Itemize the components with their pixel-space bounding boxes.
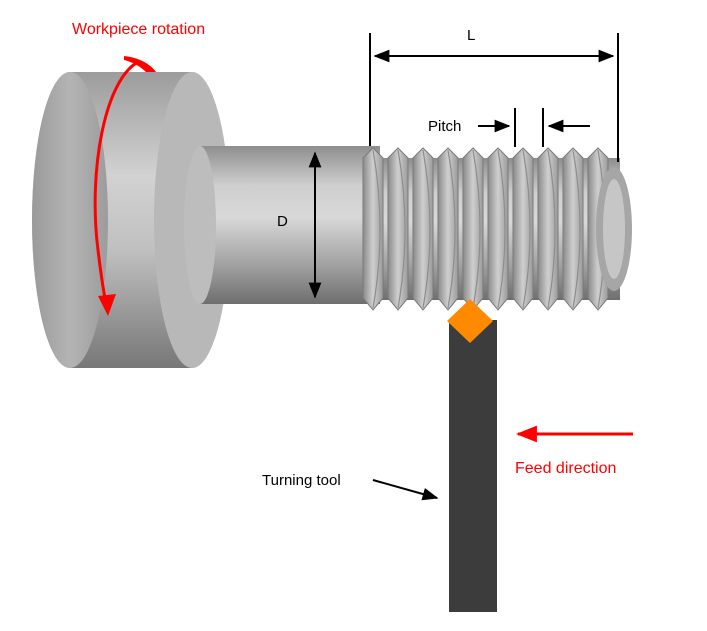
thread-helix-line <box>522 149 531 309</box>
thread-helix-line <box>547 149 556 309</box>
thread-helix-line <box>572 149 581 309</box>
workpiece-shank <box>184 146 380 304</box>
rotation-arrow <box>93 56 156 316</box>
thread-helix-line <box>447 149 456 309</box>
turning-tool-leader <box>372 479 439 501</box>
thread-crests <box>362 147 609 311</box>
turning-tool-label: Turning tool <box>262 472 341 489</box>
turning-tool <box>447 299 497 612</box>
length-dimension <box>369 33 619 162</box>
threaded-section <box>362 147 632 311</box>
thread-helix-line <box>497 149 506 309</box>
thread-helix-line <box>372 149 381 309</box>
workpiece-rotation-label: Workpiece rotation <box>72 21 205 38</box>
pitch-dimension <box>478 108 590 147</box>
length-label: L <box>467 27 475 44</box>
feed-direction-label: Feed direction <box>515 460 616 477</box>
pitch-label: Pitch <box>428 118 461 135</box>
tool-insert <box>447 299 493 343</box>
workpiece <box>32 72 632 368</box>
thread-helix-line <box>472 149 481 309</box>
diameter-label: D <box>277 213 288 230</box>
tool-shank <box>449 320 497 612</box>
thread-helix-line <box>397 149 406 309</box>
thread-helix-line <box>422 149 431 309</box>
